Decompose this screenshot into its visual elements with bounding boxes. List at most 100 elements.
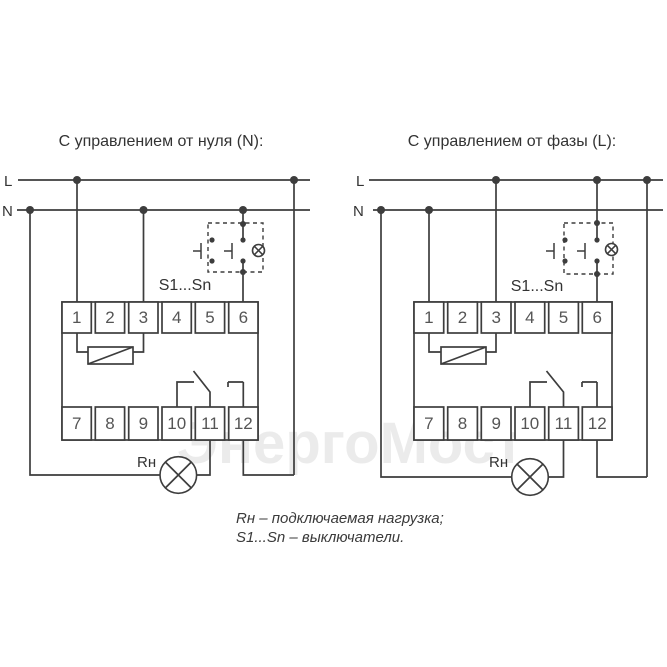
terminal-number: 11	[201, 414, 219, 433]
terminal-cell	[127, 406, 159, 441]
relay-contact	[529, 370, 598, 407]
terminal-cell	[547, 301, 580, 334]
push-button	[193, 237, 215, 264]
terminal-cell	[413, 301, 445, 334]
legend-line-2: S1...Sn – выключатели.	[236, 529, 404, 546]
terminal-cell	[227, 406, 259, 441]
terminal-number: 7	[72, 414, 81, 433]
diagram-phase-control: С управлением от фазы (L): L N	[353, 133, 663, 497]
junction-dot	[492, 176, 500, 184]
terminal-number: 5	[559, 308, 568, 327]
terminal-cell	[413, 406, 445, 441]
terminal-cell	[446, 301, 479, 334]
terminal-cell	[94, 301, 126, 334]
terminal-cell	[194, 406, 226, 441]
push-button-actuator	[577, 243, 586, 259]
terminal-cell	[547, 406, 580, 441]
legend-line-1: Rн – подключаемая нагрузка;	[236, 510, 444, 527]
push-button-actuator	[224, 243, 233, 259]
relay-coil	[76, 333, 145, 365]
load-lamp-icon: Rн	[489, 454, 550, 497]
diagram-neutral-control: С управлением от нуля (N): L N	[2, 133, 310, 495]
terminal-cell	[480, 406, 512, 441]
junction-dot	[239, 206, 247, 214]
terminal-number: 2	[105, 308, 114, 327]
switch-group: S1...Sn	[511, 220, 619, 295]
switch-group-box	[563, 222, 614, 275]
junction-dot	[425, 206, 433, 214]
terminal-cell	[446, 406, 479, 441]
terminal-number: 5	[205, 308, 214, 327]
junction-dot	[73, 176, 81, 184]
lamp-cross	[253, 245, 264, 256]
terminal-cell	[581, 301, 613, 334]
coil-wires	[76, 333, 145, 353]
neutral-label: N	[353, 203, 364, 220]
contact-dot	[562, 237, 568, 243]
switch-group-box	[207, 222, 264, 273]
terminal-number: 10	[167, 414, 186, 433]
contact-dot	[240, 258, 246, 264]
junction-dot	[26, 206, 34, 214]
relay-device: 1 2 3 4 5 6 7 8 9 10 11 12	[413, 301, 613, 441]
load-lamp-icon: Rн	[137, 454, 198, 495]
terminal-number: 12	[234, 414, 253, 433]
junction-dot	[594, 271, 600, 277]
junction-dot	[139, 206, 148, 214]
terminal-number: 1	[424, 308, 433, 327]
phase-label: L	[4, 173, 12, 190]
lamp-cross	[516, 463, 544, 491]
contact-dot	[209, 258, 215, 264]
terminal-number: 1	[72, 308, 81, 327]
contact-lines	[176, 370, 245, 407]
coil-diagonal	[440, 346, 487, 365]
diagram-title: С управлением от фазы (L):	[408, 133, 616, 150]
terminal-number: 8	[105, 414, 114, 433]
coil-wires	[428, 333, 497, 353]
terminal-cell	[194, 301, 226, 334]
relay-contact	[176, 370, 245, 407]
lamp-cross	[606, 244, 617, 255]
push-button-actuator	[546, 243, 555, 259]
lamp-cross	[164, 461, 192, 489]
terminal-number: 10	[520, 414, 539, 433]
terminal-number: 12	[588, 414, 607, 433]
terminal-number: 11	[555, 414, 573, 433]
terminal-cell	[61, 406, 93, 441]
push-button	[546, 237, 568, 264]
load-label: Rн	[137, 454, 156, 471]
device-body	[61, 301, 259, 441]
circuit-wires	[380, 180, 648, 478]
terminal-cell	[161, 406, 193, 441]
contact-lines	[529, 370, 598, 407]
switch-group: S1...Sn	[159, 221, 266, 294]
switch-group-label: S1...Sn	[159, 277, 211, 294]
push-button	[577, 237, 600, 264]
junction-dot	[377, 206, 385, 214]
contact-dot	[209, 237, 215, 243]
terminal-number: 3	[491, 308, 500, 327]
relay-device: 1 2 3 4 5 6 7 8 9 10 11 12	[61, 301, 259, 441]
legend: Rн – подключаемая нагрузка; S1...Sn – вы…	[236, 510, 444, 546]
push-button-actuator	[193, 243, 202, 259]
coil-body	[87, 346, 134, 365]
junction-dot	[593, 176, 601, 184]
junction-dot	[594, 220, 600, 226]
phase-label: L	[356, 173, 364, 190]
terminal-number: 9	[139, 414, 148, 433]
terminal-number: 8	[458, 414, 467, 433]
contact-dot	[594, 237, 600, 243]
terminal-number: 7	[424, 414, 433, 433]
contact-dot	[594, 258, 600, 264]
neutral-label: N	[2, 203, 13, 220]
terminal-number: 6	[592, 308, 601, 327]
terminal-number: 4	[172, 308, 181, 327]
junction-dot	[643, 176, 651, 184]
terminal-cell	[94, 406, 126, 441]
terminal-number: 9	[491, 414, 500, 433]
terminal-number: 6	[239, 308, 248, 327]
device-body	[413, 301, 613, 441]
indicator-lamp-icon	[251, 243, 266, 258]
switch-group-label: S1...Sn	[511, 278, 563, 295]
